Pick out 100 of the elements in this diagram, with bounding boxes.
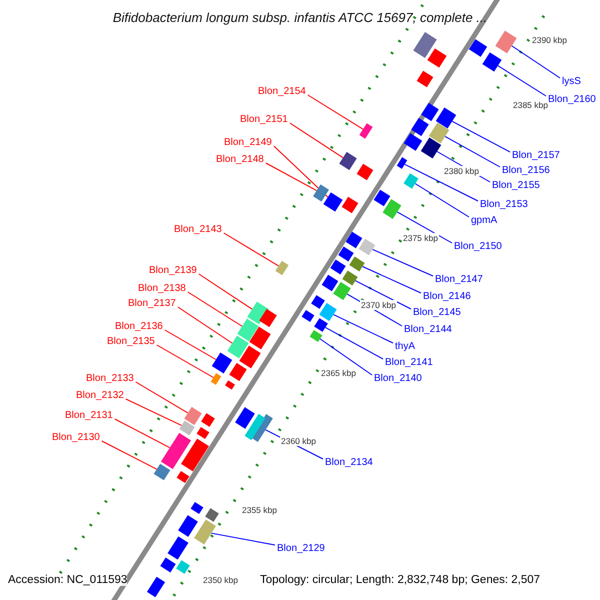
gene-label: Blon_2148: [216, 154, 264, 166]
gene-label: Blon_2135: [107, 336, 155, 348]
scale-label: 2385 kbp: [512, 100, 549, 110]
gene-block: [428, 122, 450, 144]
gene-block: [482, 52, 502, 72]
gene-label: lysS: [562, 76, 581, 88]
gene-block: [259, 308, 277, 328]
leader-line: [511, 45, 560, 78]
leader-line: [125, 398, 182, 426]
gene-block: [358, 238, 376, 256]
leader-line: [404, 164, 478, 202]
gene-label: Blon_2138: [138, 283, 186, 295]
leader-line: [452, 120, 510, 152]
gene-block: [249, 326, 271, 350]
gene-block: [411, 118, 429, 136]
gene-label: thyA: [395, 341, 416, 353]
leader-line: [497, 65, 546, 96]
leader-line: [396, 211, 452, 244]
gene-block: [212, 352, 232, 374]
gene-label: Blon_2155: [492, 180, 540, 192]
title: Bifidobacterium longum subsp. infantis ATCC 15697, complete ...: [112, 10, 488, 26]
leader-line: [362, 266, 422, 294]
scale-label: 2360 kbp: [280, 436, 317, 446]
gene-block: [181, 438, 209, 472]
gene-label: Blon_2146: [423, 291, 471, 303]
gene-block: [244, 414, 266, 440]
gene-block: [404, 133, 422, 151]
gene-label: Blon_2147: [435, 274, 483, 286]
gene-block: [194, 520, 216, 544]
gene-block: [342, 196, 358, 214]
leader-line: [372, 248, 434, 276]
gene-label: Blon_2145: [413, 307, 461, 319]
leader-line: [414, 183, 470, 218]
leader-line: [273, 146, 328, 198]
gene-block: [237, 318, 259, 342]
leader-line: [332, 314, 394, 344]
gene-label: Blon_2134: [325, 457, 373, 469]
gene-label: Blon_2132: [76, 390, 124, 402]
gene-block: [235, 407, 255, 429]
gene-block: [210, 373, 222, 385]
gene-label: Blon_2137: [128, 298, 176, 310]
gene-block: [302, 310, 314, 322]
gene-block: [310, 330, 322, 342]
gene-block: [420, 138, 442, 158]
scale-label: 2390 kbp: [531, 35, 568, 45]
gene-block: [313, 184, 329, 202]
gene-label: Blon_2149: [224, 137, 272, 149]
gene-label: Blon_2157: [512, 150, 560, 162]
leader-line: [324, 326, 384, 360]
leader-line: [198, 274, 253, 310]
gene-block: [275, 260, 289, 276]
gene-block: [160, 558, 176, 572]
gene-label: Blon_2136: [115, 321, 163, 333]
gene-label: Blon_2153: [480, 199, 528, 211]
gene-block: [359, 123, 373, 139]
gene-block: [382, 199, 402, 219]
gene-block: [154, 464, 170, 480]
scale-label: 2380 kbp: [443, 166, 480, 176]
leader-line: [320, 338, 372, 376]
gene-block: [374, 190, 390, 206]
scale-label: 2355 kbp: [241, 505, 278, 515]
gene-block: [330, 260, 346, 274]
gene-label: gpmA: [471, 215, 498, 227]
gene-label: Blon_2150: [454, 241, 502, 253]
gene-block: [396, 157, 408, 169]
gene-block: [323, 192, 343, 212]
gene-block: [205, 508, 219, 522]
leader-line: [135, 382, 188, 414]
gene-block: [314, 318, 328, 332]
gene-label: Blon_2129: [277, 543, 325, 555]
gene-label: Blon_2140: [374, 373, 422, 385]
leader-line: [164, 330, 216, 360]
leader-line: [187, 292, 243, 327]
gene-block: [404, 173, 418, 189]
leader-line: [289, 122, 344, 158]
gene-block: [421, 102, 439, 122]
gene-label: Blon_2139: [149, 265, 197, 277]
scale-label: 2365 kbp: [320, 368, 357, 378]
scale-label: 2350 kbp: [202, 575, 239, 585]
gene-label: Blon_2151: [240, 114, 288, 126]
gene-block: [178, 515, 198, 537]
gene-block: [349, 256, 365, 272]
gene-block: [225, 380, 235, 390]
leader-line: [156, 344, 214, 378]
leader-line: [265, 162, 318, 192]
gene-label: Blon_2141: [385, 357, 433, 369]
gene-block: [342, 270, 358, 286]
accession-text: Accession: NC_011593: [8, 574, 128, 586]
gene-block: [184, 406, 202, 426]
leader-line: [177, 306, 233, 344]
gene-label: Blon_2160: [548, 94, 596, 106]
gene-label: Blon_2156: [502, 165, 550, 177]
summary-text: Topology: circular; Length: 2,832,748 bp; Genes: 2,507: [260, 574, 540, 586]
leader-line: [101, 440, 158, 470]
gene-block: [338, 246, 354, 262]
leader-line: [444, 136, 500, 168]
gene-label: Blon_2154: [258, 86, 306, 98]
scale-label: 2375 kbp: [402, 233, 439, 243]
gene-block: [319, 302, 337, 322]
gene-block: [333, 282, 351, 300]
